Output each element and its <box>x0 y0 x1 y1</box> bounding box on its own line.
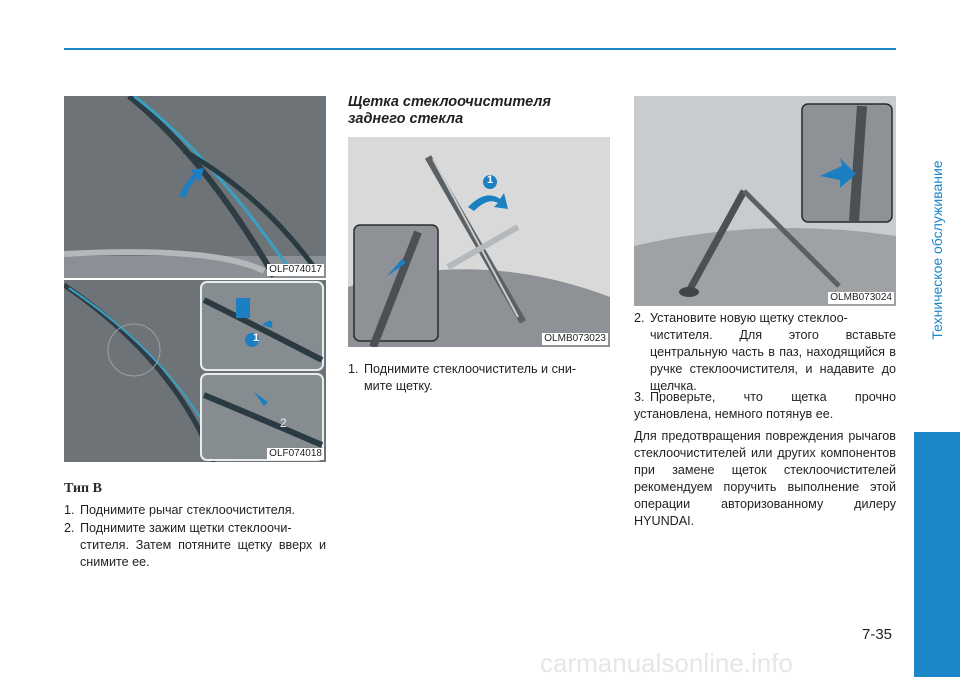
item-text: Проверьте, что щетка прочно установлена,… <box>634 390 896 421</box>
callout-1: 1 <box>486 174 494 186</box>
item-number: 2. <box>64 521 75 535</box>
instruction-rear-2: 2. Установите новую щетку стеклоо- чистит… <box>634 310 896 395</box>
figure-front-wiper-lift: OLF074017 <box>64 96 326 278</box>
item-text: Поднимите зажим щетки стеклоочи- <box>80 521 292 535</box>
wiper-blade-illustration <box>64 96 326 278</box>
rear-wiper-install-illustration <box>634 96 896 306</box>
wiper-clip-illustration <box>64 281 324 462</box>
section-side-tab: Техническое обслуживание <box>914 70 960 430</box>
figure-code: OLF074018 <box>267 448 324 460</box>
figure-code: OLMB073024 <box>828 292 894 304</box>
section-side-label: Техническое обслуживание <box>929 160 945 340</box>
figure-front-wiper-clip: 1 2 OLF074018 <box>64 280 326 462</box>
callout-1: 1 <box>252 332 260 344</box>
section-color-block <box>914 432 960 677</box>
item-text: Поднимите стеклоочиститель и сни- <box>364 362 577 376</box>
item-text: Установите новую щетку стеклоо- <box>650 311 848 325</box>
section-heading-type-b: Тип B <box>64 481 102 496</box>
header-rule <box>64 48 896 50</box>
instruction-rear-3: 3.Проверьте, что щетка прочно установлен… <box>634 389 896 423</box>
figure-rear-wiper-install: OLMB073024 <box>634 96 896 306</box>
instruction-1: 1. Поднимите рычаг стеклоочистителя. <box>64 502 326 519</box>
item-number: 3. <box>634 390 645 404</box>
item-text-continued: чистителя. Для этого вставьте центральну… <box>650 328 896 393</box>
rear-wiper-illustration <box>348 137 610 347</box>
maintenance-note: Для предотвращения повреждения рычагов с… <box>634 429 896 528</box>
instruction-rear-1: 1. Поднимите стеклоочиститель и сни- мите… <box>348 361 610 395</box>
instruction-2: 2. Поднимите зажим щетки стеклоочи- стите… <box>64 520 326 571</box>
figure-code: OLMB073023 <box>542 333 608 345</box>
item-number: 1. <box>64 503 75 517</box>
section-heading-rear-wiper: Щетка стеклоочистителя заднего стекла <box>348 94 551 127</box>
item-number: 2. <box>634 311 645 325</box>
item-text-continued: стителя. Затем потяните щетку вверх и сн… <box>80 538 326 569</box>
item-number: 1. <box>348 362 359 376</box>
page-number: 7-35 <box>862 626 893 643</box>
watermark: carmanualsonline.info <box>540 648 793 678</box>
item-text: Поднимите рычаг стеклоочистителя. <box>80 503 296 517</box>
figure-rear-wiper-lift: 1 OLMB073023 <box>348 137 610 347</box>
callout-2: 2 <box>280 416 287 430</box>
figure-code: OLF074017 <box>267 264 324 276</box>
item-text-continued: мите щетку. <box>364 379 433 393</box>
